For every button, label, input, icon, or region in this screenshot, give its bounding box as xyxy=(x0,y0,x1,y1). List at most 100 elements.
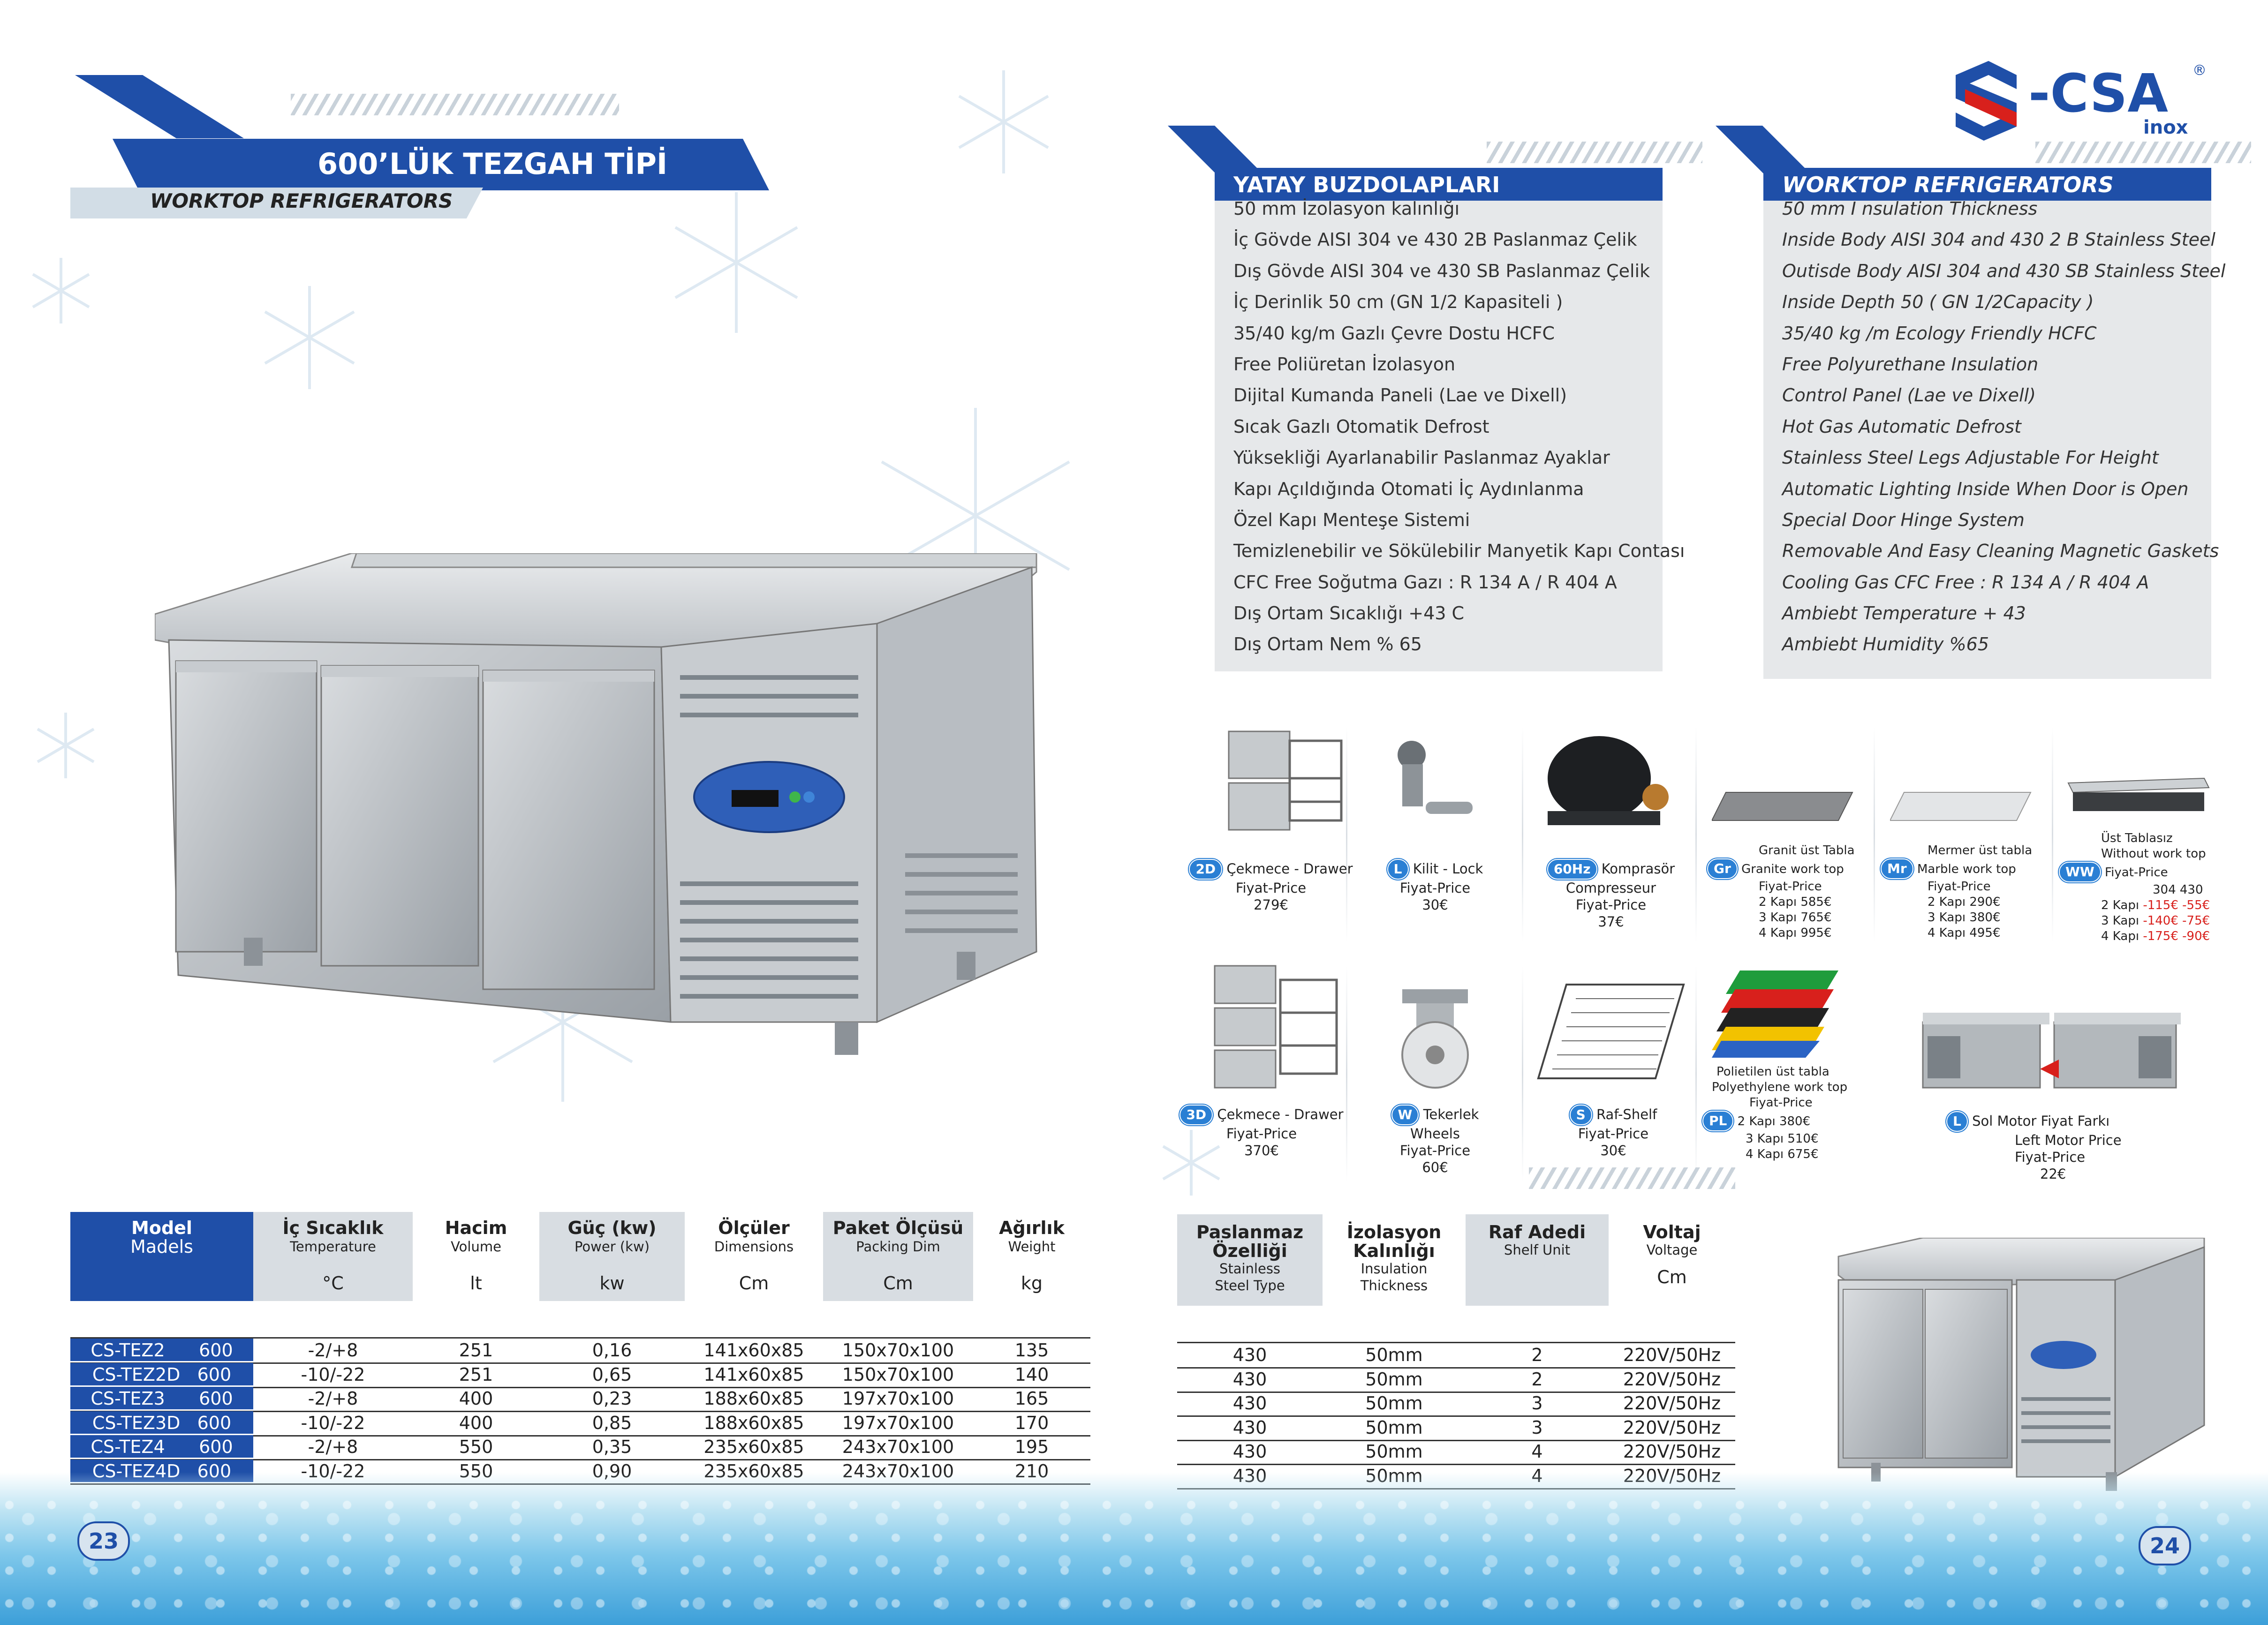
spec-tr-item: Kapı Açıldığında Otomati İç Aydınlanma xyxy=(1233,478,1584,499)
spec-en-item: Stainless Steel Legs Adjustable For Heig… xyxy=(1782,447,2159,468)
value-cell: 50mm xyxy=(1365,1441,1423,1462)
value-cell: 188x60x85 xyxy=(703,1388,804,1409)
table-rule xyxy=(1177,1342,1735,1343)
spec-tr-item: İç Derinlik 50 cm (GN 1/2 Kapasiteli ) xyxy=(1233,292,1563,313)
spec-en-panel xyxy=(1763,188,2211,679)
drawer-2d-image xyxy=(1228,730,1343,831)
wheel-image xyxy=(1401,989,1469,1089)
spec-tr-title: YATAY BUZDOLAPLARI xyxy=(1215,168,1663,201)
model-cell: CS-TEZ3D 600 xyxy=(70,1411,253,1434)
badge-l: L xyxy=(1387,859,1409,880)
value-cell: 251 xyxy=(459,1340,493,1361)
model-cell: CS-TEZ4 600 xyxy=(70,1435,253,1458)
value-cell: 251 xyxy=(459,1364,493,1385)
value-cell: 0,35 xyxy=(592,1437,632,1457)
logo-brand-text: -CSA xyxy=(2028,63,2168,124)
subtitle-banner xyxy=(70,188,483,218)
spec-en-title: WORKTOP REFRIGERATORS xyxy=(1763,168,2211,201)
value-cell: 3 xyxy=(1531,1393,1543,1414)
divider xyxy=(1346,966,1347,1181)
value-cell: 141x60x85 xyxy=(703,1364,804,1385)
table-right-stripes xyxy=(1529,1167,1735,1189)
accessory-granite-top: Granit üst Tabla Gr Granite work top Fiy… xyxy=(1707,843,1867,941)
spec-tr-panel xyxy=(1215,188,1663,671)
page-title: 600’LÜK TEZGAH TİPİ BUZDOLABI xyxy=(317,147,668,223)
spec-tr-item: Temizlenebilir ve Sökülebilir Manyetik K… xyxy=(1233,541,1685,562)
value-cell: 2 xyxy=(1531,1369,1543,1390)
value-cell: 150x70x100 xyxy=(842,1340,954,1361)
value-cell: 430 xyxy=(1232,1369,1267,1390)
worktop-refrigerator-3door-image xyxy=(155,553,1037,1055)
value-cell: 430 xyxy=(1232,1417,1267,1438)
logo-sub-text: inox xyxy=(2143,117,2188,138)
accessory-marble-top: Mermer üst tabla Mr Marble work top Fiya… xyxy=(1881,843,2040,941)
value-cell: 400 xyxy=(459,1412,493,1433)
page-number-left: 23 xyxy=(77,1521,130,1561)
badge-3d: 3D xyxy=(1179,1105,1213,1125)
spec-tr-item: Sıcak Gazlı Otomatik Defrost xyxy=(1233,416,1489,437)
value-cell: 220V/50Hz xyxy=(1623,1417,1721,1438)
value-cell: -10/-22 xyxy=(301,1412,365,1433)
divider xyxy=(1695,966,1697,1181)
spec-tr-item: Yüksekliği Ayarlanabilir Paslanmaz Ayakl… xyxy=(1233,447,1610,468)
granite-top-image xyxy=(1712,792,1853,821)
ice-footer xyxy=(0,1472,2268,1625)
spec-tr-item: Dış Gövde AISI 304 ve 430 SB Paslanmaz Ç… xyxy=(1233,260,1650,281)
value-cell: 220V/50Hz xyxy=(1623,1345,1721,1365)
value-cell: 3 xyxy=(1531,1417,1543,1438)
table-row: 430 50mm 3 220V/50Hz xyxy=(1177,1392,1735,1417)
value-cell: 50mm xyxy=(1365,1393,1423,1414)
value-cell: 140 xyxy=(1014,1364,1049,1385)
value-cell: 165 xyxy=(1014,1388,1049,1409)
page-number-right: 24 xyxy=(2139,1526,2191,1565)
divider xyxy=(1874,727,1875,942)
marble-top-image xyxy=(1890,792,2032,821)
value-cell: 188x60x85 xyxy=(703,1412,804,1433)
value-cell: 197x70x100 xyxy=(842,1412,954,1433)
value-cell: 0,16 xyxy=(592,1340,632,1361)
spec-en-item: Outisde Body AISI 304 and 430 SB Stainle… xyxy=(1782,260,2226,281)
svg-text:®: ® xyxy=(2192,62,2207,79)
accessory-left-motor: L Sol Motor Fiyat Farkı Left Motor Price… xyxy=(1946,1111,2143,1182)
spec-en-item: Hot Gas Automatic Defrost xyxy=(1782,416,2021,437)
accessory-compressor: 60Hz Komprasör Compresseur Fiyat-Price 3… xyxy=(1534,859,1688,930)
value-cell: 141x60x85 xyxy=(703,1340,804,1361)
drawer-3d-image xyxy=(1214,965,1338,1089)
spec-en-item: Cooling Gas CFC Free : R 134 A / R 404 A xyxy=(1782,572,2149,593)
spec-tr-item: İç Gövde AISI 304 ve 430 2B Paslanmaz Çe… xyxy=(1233,229,1637,250)
spec-tr-item: Özel Kapı Menteşe Sistemi xyxy=(1233,509,1470,530)
value-cell: 550 xyxy=(459,1437,493,1457)
spec-en-item: Inside Depth 50 ( GN 1/2Capacity ) xyxy=(1782,292,2094,313)
left-motor-image xyxy=(1922,1013,2181,1089)
value-cell: -2/+8 xyxy=(308,1340,358,1361)
spec-tr-stripes xyxy=(1487,142,1702,163)
value-cell: 220V/50Hz xyxy=(1623,1393,1721,1414)
badge-w: W xyxy=(1391,1105,1419,1125)
value-cell: 430 xyxy=(1232,1393,1267,1414)
column-header: Güç (kw)Power (kw)kw xyxy=(539,1212,685,1301)
badge-60hz: 60Hz xyxy=(1547,859,1597,880)
spec-tr-item: Free Poliüretan İzolasyon xyxy=(1233,354,1456,375)
accessory-wheels: W Tekerlek Wheels Fiyat-Price 60€ xyxy=(1360,1105,1510,1176)
badge-pl: PL xyxy=(1702,1111,1734,1131)
spec-en-item: Automatic Lighting Inside When Door is O… xyxy=(1782,478,2189,499)
value-cell: 195 xyxy=(1014,1437,1049,1457)
divider xyxy=(2052,727,2053,942)
accessory-polyethylene-top: Polietilen üst tabla Polyethylene work t… xyxy=(1702,1064,1867,1162)
value-cell: 243x70x100 xyxy=(842,1437,954,1457)
page-subtitle: WORKTOP REFRIGERATORS xyxy=(150,189,453,212)
accessory-drawer-2d: 2D Çekmece - Drawer Fiyat-Price 279€ xyxy=(1187,859,1355,913)
spec-en-item: Ambiebt Humidity %65 xyxy=(1782,634,1989,655)
spec-en-item: Special Door Hinge System xyxy=(1782,509,2025,530)
accessory-without-worktop: Üst Tablasız Without work top WW Fiyat-P… xyxy=(2059,831,2218,944)
